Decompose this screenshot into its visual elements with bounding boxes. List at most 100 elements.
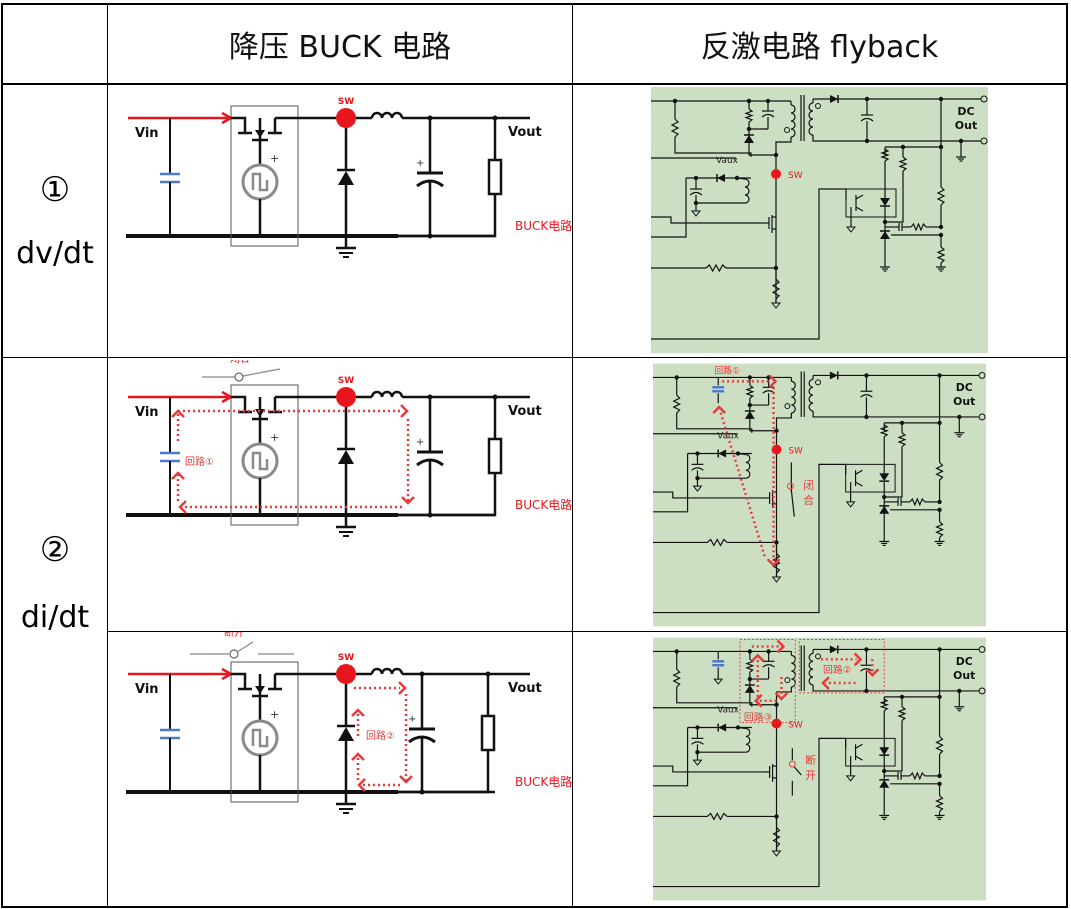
diode-icon xyxy=(744,411,755,419)
resistor-icon xyxy=(936,186,946,206)
ground-triangle-icon xyxy=(845,775,856,782)
sw-node-dot xyxy=(336,108,356,128)
dc-out-label-out: Out xyxy=(953,395,975,408)
capacitor-icon xyxy=(860,117,874,122)
wire xyxy=(855,206,864,212)
loop-arrow-icon xyxy=(774,692,789,701)
wire xyxy=(884,446,903,498)
inductor-icon xyxy=(370,667,404,675)
loop-arrow-icon xyxy=(776,639,786,654)
table-border-right xyxy=(1066,3,1068,908)
loop-arrow-icon xyxy=(754,694,763,708)
wire xyxy=(885,171,904,223)
loop-arrow-icon xyxy=(766,558,781,567)
row-divider-2 xyxy=(108,631,1068,632)
startup-resistor-icon xyxy=(670,118,680,138)
sw-label: SW xyxy=(338,653,354,663)
resistor-icon xyxy=(898,156,908,172)
sense-resistor-icon xyxy=(772,552,781,574)
sw-node-dot xyxy=(771,169,781,179)
switch-pivot-icon xyxy=(786,482,794,490)
capacitor-icon xyxy=(691,467,704,471)
dc-out-label-out: Out xyxy=(955,119,977,132)
column-divider-2 xyxy=(572,3,573,908)
resistor-icon xyxy=(880,148,890,162)
resistor-icon xyxy=(935,521,944,538)
wire xyxy=(398,473,497,517)
loop2-region xyxy=(798,639,885,694)
wire xyxy=(790,489,795,517)
load-resistor-icon xyxy=(487,158,503,196)
ground-triangle-icon xyxy=(692,485,703,492)
sw-label: SW xyxy=(788,171,803,181)
cap-polarity-label: + xyxy=(416,437,424,448)
source-polarity-label: + xyxy=(270,708,279,721)
dc-out-terminal-icon xyxy=(978,687,986,695)
mosfet-drain xyxy=(231,672,247,691)
resistor-icon xyxy=(909,771,926,781)
vout-label: Vout xyxy=(508,404,542,419)
row-label-didt: ② di/dt xyxy=(2,530,108,670)
ground-triangle-icon xyxy=(845,501,856,508)
mosfet-driver-box xyxy=(230,384,299,526)
mosfet-body-diode-icon xyxy=(255,409,265,417)
capacitor-icon xyxy=(761,113,775,118)
row-label-text-2: di/dt xyxy=(20,600,90,635)
gate-resistor-icon xyxy=(706,538,728,547)
loop-arrow-icon xyxy=(357,778,366,792)
loop-arrow-icon xyxy=(351,708,365,717)
wire xyxy=(653,453,689,513)
dc-out-terminal-icon xyxy=(978,413,986,421)
wire xyxy=(793,766,802,776)
optocoupler-icon xyxy=(845,463,896,493)
switch-pivot-icon xyxy=(229,649,239,659)
diode-icon xyxy=(829,371,838,380)
mosfet-drain xyxy=(231,395,247,414)
mosfet-body-diode-icon xyxy=(255,686,265,694)
row-number-2: ② xyxy=(39,530,71,570)
table-border-top xyxy=(1,3,1068,5)
buck-schematic-didt-on: Vin+SW+VoutBUCK电路闭合回路① xyxy=(126,360,572,537)
dc-out-label-dc: DC xyxy=(956,655,973,668)
mosfet-drain xyxy=(231,116,247,135)
startup-resistor-icon xyxy=(672,668,682,688)
gate-resistor-icon xyxy=(705,263,727,273)
polarity-dot-icon xyxy=(815,379,821,386)
header-buck-title: 降压 BUCK 电路 xyxy=(228,30,452,65)
wire xyxy=(775,686,792,705)
sw-label: SW xyxy=(788,446,803,456)
diode-icon xyxy=(744,135,754,143)
header-flyback-title: 反激电路 flyback xyxy=(700,30,939,65)
optocoupler-icon xyxy=(845,188,897,218)
square-wave-glyph xyxy=(251,728,269,748)
loop-arrow-icon xyxy=(178,500,187,514)
polarity-dot-icon xyxy=(815,103,821,109)
square-wave-glyph xyxy=(251,451,269,471)
row-divider-1 xyxy=(1,357,1068,358)
diode-icon xyxy=(718,723,727,732)
transformer-winding-icon xyxy=(808,652,814,686)
sw-label: SW xyxy=(788,720,803,730)
wire xyxy=(749,692,777,706)
junction-dot xyxy=(937,499,942,505)
switch-state-label: 闭 xyxy=(803,479,814,492)
loop1-path xyxy=(719,410,766,557)
wire xyxy=(775,412,792,431)
loop1-label: 回路① xyxy=(185,455,214,468)
resistor-icon xyxy=(909,497,926,507)
header-buck: 降压 BUCK 电路 xyxy=(108,4,572,84)
dc-out-terminal-icon xyxy=(980,137,988,145)
row-label-dvdt: ① dv/dt xyxy=(2,170,108,330)
freewheel-diode-icon xyxy=(338,450,354,464)
column-divider-1 xyxy=(107,3,108,908)
loop-arrow-icon xyxy=(768,374,778,389)
ground-triangle-icon xyxy=(771,850,782,857)
wire xyxy=(737,726,746,730)
sw-node-dot xyxy=(336,664,356,684)
dc-out-terminal-icon xyxy=(978,645,986,653)
diode-icon xyxy=(718,449,727,458)
